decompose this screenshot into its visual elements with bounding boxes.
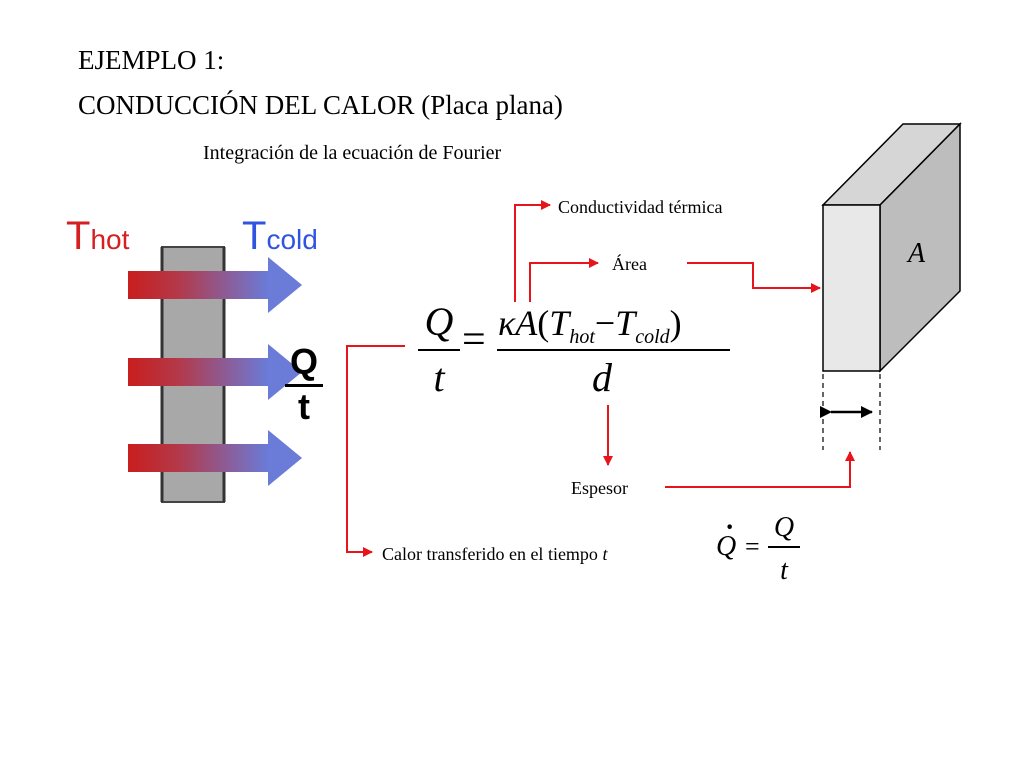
title-line-1: EJEMPLO 1:	[78, 45, 225, 75]
heat-arrow-1	[128, 257, 302, 313]
label-area: Área	[612, 254, 647, 274]
t-cold-label: Tcold	[242, 214, 318, 258]
arrow-area-to-slab	[687, 262, 821, 293]
arrow-espesor-to-slab	[665, 451, 855, 488]
slab-area-label: A	[908, 238, 926, 269]
eq-denominator: d	[592, 355, 612, 400]
title-line-2: CONDUCCIÓN DEL CALOR (Placa plana)	[78, 90, 563, 120]
eq-lhs-denominator: t	[433, 355, 445, 400]
label-calor-transferido: Calor transferido en el tiempo t	[382, 544, 608, 564]
eq-main-bar	[497, 349, 730, 351]
arrow-q-to-calor	[346, 345, 405, 557]
eq-numerator: κA(Thot−Tcold)	[498, 303, 682, 349]
qdot-denominator: t	[780, 555, 788, 586]
qdot-bar	[768, 546, 800, 548]
figure-q-numerator: Q	[289, 341, 318, 382]
label-conductividad: Conductividad térmica	[558, 197, 723, 217]
slab-3d	[821, 122, 962, 373]
qdot-lhs: Q	[716, 531, 737, 562]
arrow-to-conductividad	[514, 200, 551, 302]
eq-lhs-numerator: Q	[424, 299, 454, 344]
eq-equals: =	[462, 317, 486, 363]
qdot-equals: =	[745, 532, 760, 561]
qdot-dot: ·	[725, 512, 735, 543]
heat-arrow-3	[128, 430, 302, 486]
eq-lhs-bar	[418, 349, 460, 351]
qdot-numerator: Q	[773, 512, 795, 543]
label-espesor: Espesor	[571, 478, 628, 498]
t-hot-label: Thot	[66, 214, 130, 258]
figure-fraction-bar	[285, 384, 323, 387]
plate-heat-flow-figure	[128, 246, 302, 503]
heat-arrow-2	[128, 344, 302, 400]
arrow-to-area	[529, 258, 599, 302]
subtitle: Integración de la ecuación de Fourier	[203, 142, 502, 164]
figure-t-denominator: t	[298, 386, 310, 427]
